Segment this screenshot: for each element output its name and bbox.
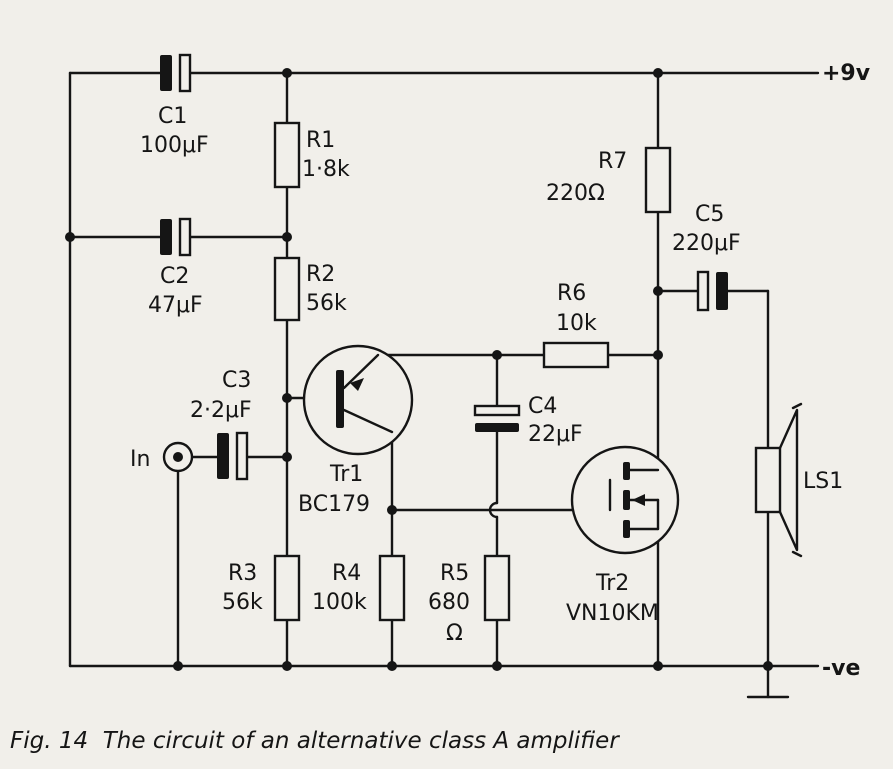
ls1-ref: LS1 [803, 469, 843, 494]
c2-ref: C2 [160, 264, 189, 289]
r5-value: 680 [428, 590, 470, 615]
r4-value: 100k [312, 590, 367, 615]
r7-value: 220Ω [546, 181, 605, 206]
tr1-ref: Tr1 [329, 462, 363, 487]
r4-ref: R4 [332, 561, 361, 586]
capacitor-c1 [160, 53, 192, 93]
c4-value: 22μF [528, 422, 583, 447]
r2-ref: R2 [306, 262, 335, 287]
c1-ref: C1 [158, 104, 187, 129]
capacitor-c2 [160, 217, 192, 257]
figure-number: Fig. 14 [10, 728, 89, 754]
input-label: In [130, 447, 150, 472]
wiring [68, 71, 820, 699]
transistor-tr2 [570, 445, 680, 555]
r2-value: 56k [306, 291, 347, 316]
r1-value: 1·8k [302, 157, 350, 182]
loudspeaker-ls1 [754, 402, 803, 558]
r6-value: 10k [556, 311, 597, 336]
c4-ref: C4 [528, 394, 557, 419]
transistor-tr1 [302, 344, 414, 456]
c5-ref: C5 [695, 202, 724, 227]
c3-value: 2·2μF [190, 398, 252, 423]
resistor-r7 [644, 146, 672, 214]
c1-value: 100μF [140, 133, 209, 158]
capacitor-c5 [696, 270, 728, 312]
r5-ref: R5 [440, 561, 469, 586]
tr2-value: VN10KM [566, 601, 659, 626]
c3-ref: C3 [222, 368, 251, 393]
r6-ref: R6 [557, 281, 586, 306]
input-jack [162, 441, 194, 473]
figure-caption: Fig. 14 The circuit of an alternative cl… [10, 728, 619, 754]
r3-ref: R3 [228, 561, 257, 586]
r5-unit: Ω [446, 621, 463, 646]
resistor-r6 [542, 341, 610, 369]
junctions [65, 68, 773, 671]
c5-value: 220μF [672, 231, 741, 256]
resistor-r2 [273, 256, 301, 322]
resistor-r5 [483, 554, 511, 622]
resistor-r4 [378, 554, 406, 622]
tr2-ref: Tr2 [595, 571, 629, 596]
tr1-value: BC179 [298, 492, 370, 517]
capacitor-c3 [217, 431, 249, 481]
r1-ref: R1 [306, 128, 335, 153]
resistor-r3 [273, 554, 301, 622]
capacitor-c4 [473, 404, 521, 432]
r7-ref: R7 [598, 149, 627, 174]
resistor-r1 [273, 121, 301, 189]
supply-positive-label: +9v [822, 61, 871, 86]
figure-caption-text: The circuit of an alternative class A am… [102, 728, 619, 754]
c2-value: 47μF [148, 293, 203, 318]
r3-value: 56k [222, 590, 263, 615]
supply-negative-label: -ve [822, 656, 860, 681]
